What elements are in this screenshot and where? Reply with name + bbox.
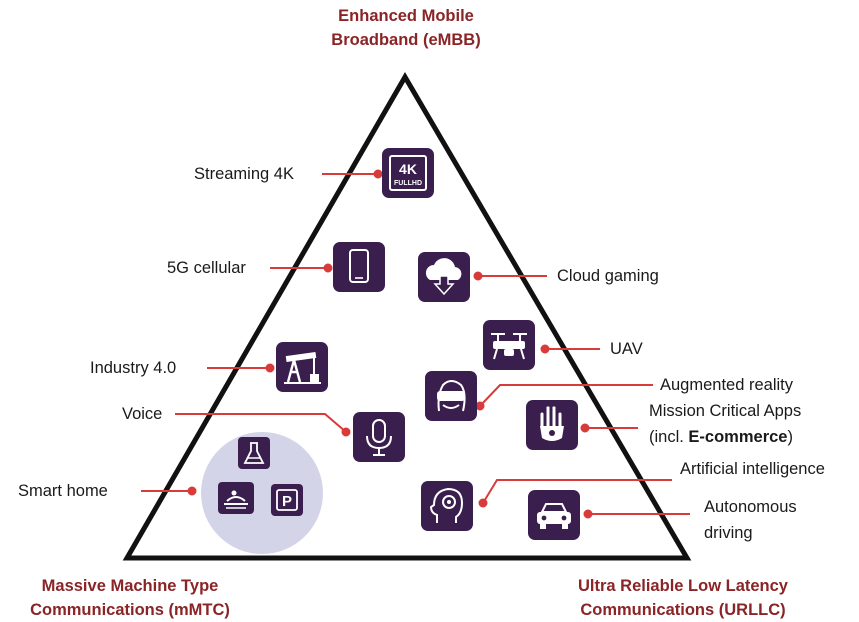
connector-dot-cellular <box>323 263 333 273</box>
svg-text:P: P <box>282 493 292 510</box>
drone-icon <box>483 320 535 370</box>
connector-dot-industry <box>265 363 275 373</box>
smartphone-icon <box>333 242 385 292</box>
connector-dot-mission <box>580 423 590 433</box>
svg-text:4K: 4K <box>399 161 417 177</box>
connector-dot-driving <box>583 509 593 519</box>
label-cloud-gaming: Cloud gaming <box>557 267 659 285</box>
connector-dot-cloud <box>473 271 483 281</box>
label-mission-bold: E-commerce <box>688 428 788 446</box>
connector-voice <box>175 413 347 433</box>
connector-dot-smart-home <box>187 486 197 496</box>
label-mission-line1: Mission Critical Apps <box>649 402 802 420</box>
corner-title-mmtc: Massive Machine Type Communications (mMT… <box>20 574 240 622</box>
corner-title-mmtc-line2: Communications (mMTC) <box>30 601 230 619</box>
ai-head-icon <box>421 481 473 531</box>
smart-home-cluster <box>201 432 323 554</box>
label-voice: Voice <box>122 405 163 423</box>
corner-title-embb: Enhanced Mobile Broadband (eMBB) <box>300 4 512 52</box>
label-driving-line1: Autonomous <box>704 498 797 516</box>
industry-pump-icon <box>276 342 328 392</box>
smart-appliance-icon <box>218 482 254 514</box>
car-icon <box>528 490 580 540</box>
connector-dot-ar <box>475 401 485 411</box>
label-industry: Industry 4.0 <box>90 359 177 377</box>
connector-dot-streaming <box>373 169 383 179</box>
connector-dot-ai <box>478 498 488 508</box>
streaming-4k-icon: 4K FULLHD <box>382 148 434 198</box>
lab-flask-icon <box>238 437 270 469</box>
corner-title-embb-line1: Enhanced Mobile <box>338 7 474 25</box>
corner-title-urllc: Ultra Reliable Low Latency Communication… <box>548 574 818 622</box>
connector-ar <box>479 384 653 407</box>
label-ar: Augmented reality <box>660 376 793 394</box>
label-streaming: Streaming 4K <box>194 165 294 183</box>
label-driving-line2: driving <box>704 524 753 542</box>
connector-dot-uav <box>540 344 550 354</box>
corner-title-embb-line2: Broadband (eMBB) <box>331 31 481 49</box>
label-mission-prefix: (incl. <box>649 428 689 446</box>
corner-title-urllc-line1: Ultra Reliable Low Latency <box>578 577 788 595</box>
label-smart-home: Smart home <box>18 482 108 500</box>
connector-dot-voice <box>341 427 351 437</box>
svg-text:FULLHD: FULLHD <box>394 180 422 187</box>
label-mission-suffix: ) <box>787 428 793 446</box>
cloud-download-icon <box>418 252 470 302</box>
connector-ai <box>482 479 672 504</box>
corner-title-mmtc-line1: Massive Machine Type <box>41 577 219 595</box>
touch-hand-icon <box>526 400 578 450</box>
label-mission-line2: (incl. E-commerce) <box>649 426 793 448</box>
label-ai: Artificial intelligence <box>680 460 825 478</box>
vr-headset-icon <box>425 371 477 421</box>
microphone-icon <box>353 412 405 462</box>
triangle-outline <box>122 72 692 561</box>
connector-lines <box>141 169 690 519</box>
label-cellular: 5G cellular <box>167 259 246 277</box>
corner-title-urllc-line2: Communications (URLLC) <box>580 601 786 619</box>
parking-icon: P <box>271 484 303 516</box>
label-uav: UAV <box>610 340 643 358</box>
